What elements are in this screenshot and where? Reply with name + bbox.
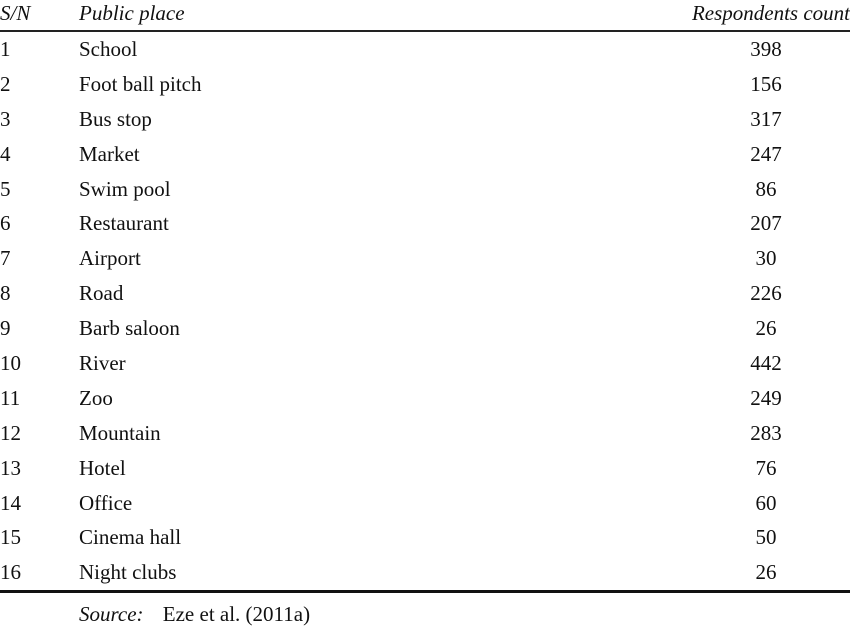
row-count: 50 xyxy=(755,525,777,550)
row-count: 226 xyxy=(750,281,782,306)
row-count: 283 xyxy=(750,420,782,445)
row-sn: 8 xyxy=(0,281,11,306)
row-sn: 1 xyxy=(0,37,11,61)
table-row: 4 Market 247 xyxy=(0,141,850,176)
source-label: Source: xyxy=(79,602,144,626)
row-sn: 7 xyxy=(0,246,11,271)
row-place: River xyxy=(79,351,126,376)
row-count: 398 xyxy=(750,37,782,61)
table-row: 12 Mountain 283 xyxy=(0,420,850,455)
row-place: Mountain xyxy=(79,420,161,445)
row-place: Barb saloon xyxy=(79,316,180,341)
header-respondents-count: Respondents count xyxy=(691,1,850,25)
row-sn: 3 xyxy=(0,106,11,131)
row-sn: 10 xyxy=(0,351,21,376)
row-place: Hotel xyxy=(79,455,126,480)
row-place: Night clubs xyxy=(79,560,177,585)
table-row: 13 Hotel 76 xyxy=(0,455,850,490)
table-row: 16 Night clubs 26 xyxy=(0,559,850,594)
row-count: 156 xyxy=(750,71,782,96)
row-sn: 6 xyxy=(0,211,11,236)
row-sn: 2 xyxy=(0,71,11,96)
table-row: 10 River 442 xyxy=(0,350,850,385)
header-sn: S/N xyxy=(0,1,31,25)
row-sn: 12 xyxy=(0,420,21,445)
row-sn: 5 xyxy=(0,176,11,201)
table-row: 15 Cinema hall 50 xyxy=(0,524,850,559)
row-count: 249 xyxy=(750,385,782,410)
source-citation: Eze et al. (2011a) xyxy=(162,602,311,626)
row-place: Road xyxy=(79,281,124,306)
row-sn: 13 xyxy=(0,455,21,480)
row-count: 442 xyxy=(750,351,782,376)
row-place: Foot ball pitch xyxy=(79,71,202,96)
table-header-row: S/N Public place Respondents count xyxy=(0,0,850,30)
table-row: 9 Barb saloon 26 xyxy=(0,315,850,350)
row-place: Market xyxy=(79,141,140,166)
row-place: Office xyxy=(79,490,133,515)
row-count: 60 xyxy=(755,490,777,515)
row-count: 26 xyxy=(755,316,777,341)
row-count: 247 xyxy=(750,141,782,166)
table-row: 1 School 398 xyxy=(0,36,850,71)
bottom-rule xyxy=(0,590,850,593)
row-sn: 11 xyxy=(0,385,21,410)
row-sn: 15 xyxy=(0,525,21,550)
row-sn: 14 xyxy=(0,490,21,515)
row-count: 317 xyxy=(750,106,782,131)
table-row: 6 Restaurant 207 xyxy=(0,210,850,245)
row-count: 207 xyxy=(750,211,782,236)
header-rule xyxy=(0,30,850,32)
row-place: School xyxy=(79,37,138,61)
table-row: 5 Swim pool 86 xyxy=(0,176,850,211)
row-sn: 9 xyxy=(0,316,11,341)
row-sn: 4 xyxy=(0,141,11,166)
table-row: 3 Bus stop 317 xyxy=(0,106,850,141)
header-public-place: Public place xyxy=(79,1,185,25)
table-row: 7 Airport 30 xyxy=(0,245,850,280)
row-place: Cinema hall xyxy=(79,525,182,550)
table-row: 14 Office 60 xyxy=(0,490,850,525)
row-place: Zoo xyxy=(79,385,113,410)
row-count: 30 xyxy=(755,246,777,271)
table-row: 8 Road 226 xyxy=(0,280,850,315)
row-sn: 16 xyxy=(0,560,21,585)
row-place: Airport xyxy=(79,246,141,271)
table-body: 1 School 398 2 Foot ball pitch 156 3 Bus… xyxy=(0,36,850,594)
row-place: Bus stop xyxy=(79,106,152,131)
source-note: Source: Eze et al. (2011a) xyxy=(79,601,310,627)
table-row: 2 Foot ball pitch 156 xyxy=(0,71,850,106)
row-place: Swim pool xyxy=(79,176,171,201)
table-row: 11 Zoo 249 xyxy=(0,385,850,420)
row-count: 86 xyxy=(755,176,777,201)
row-place: Restaurant xyxy=(79,211,169,236)
row-count: 26 xyxy=(755,560,777,585)
row-count: 76 xyxy=(755,455,777,480)
